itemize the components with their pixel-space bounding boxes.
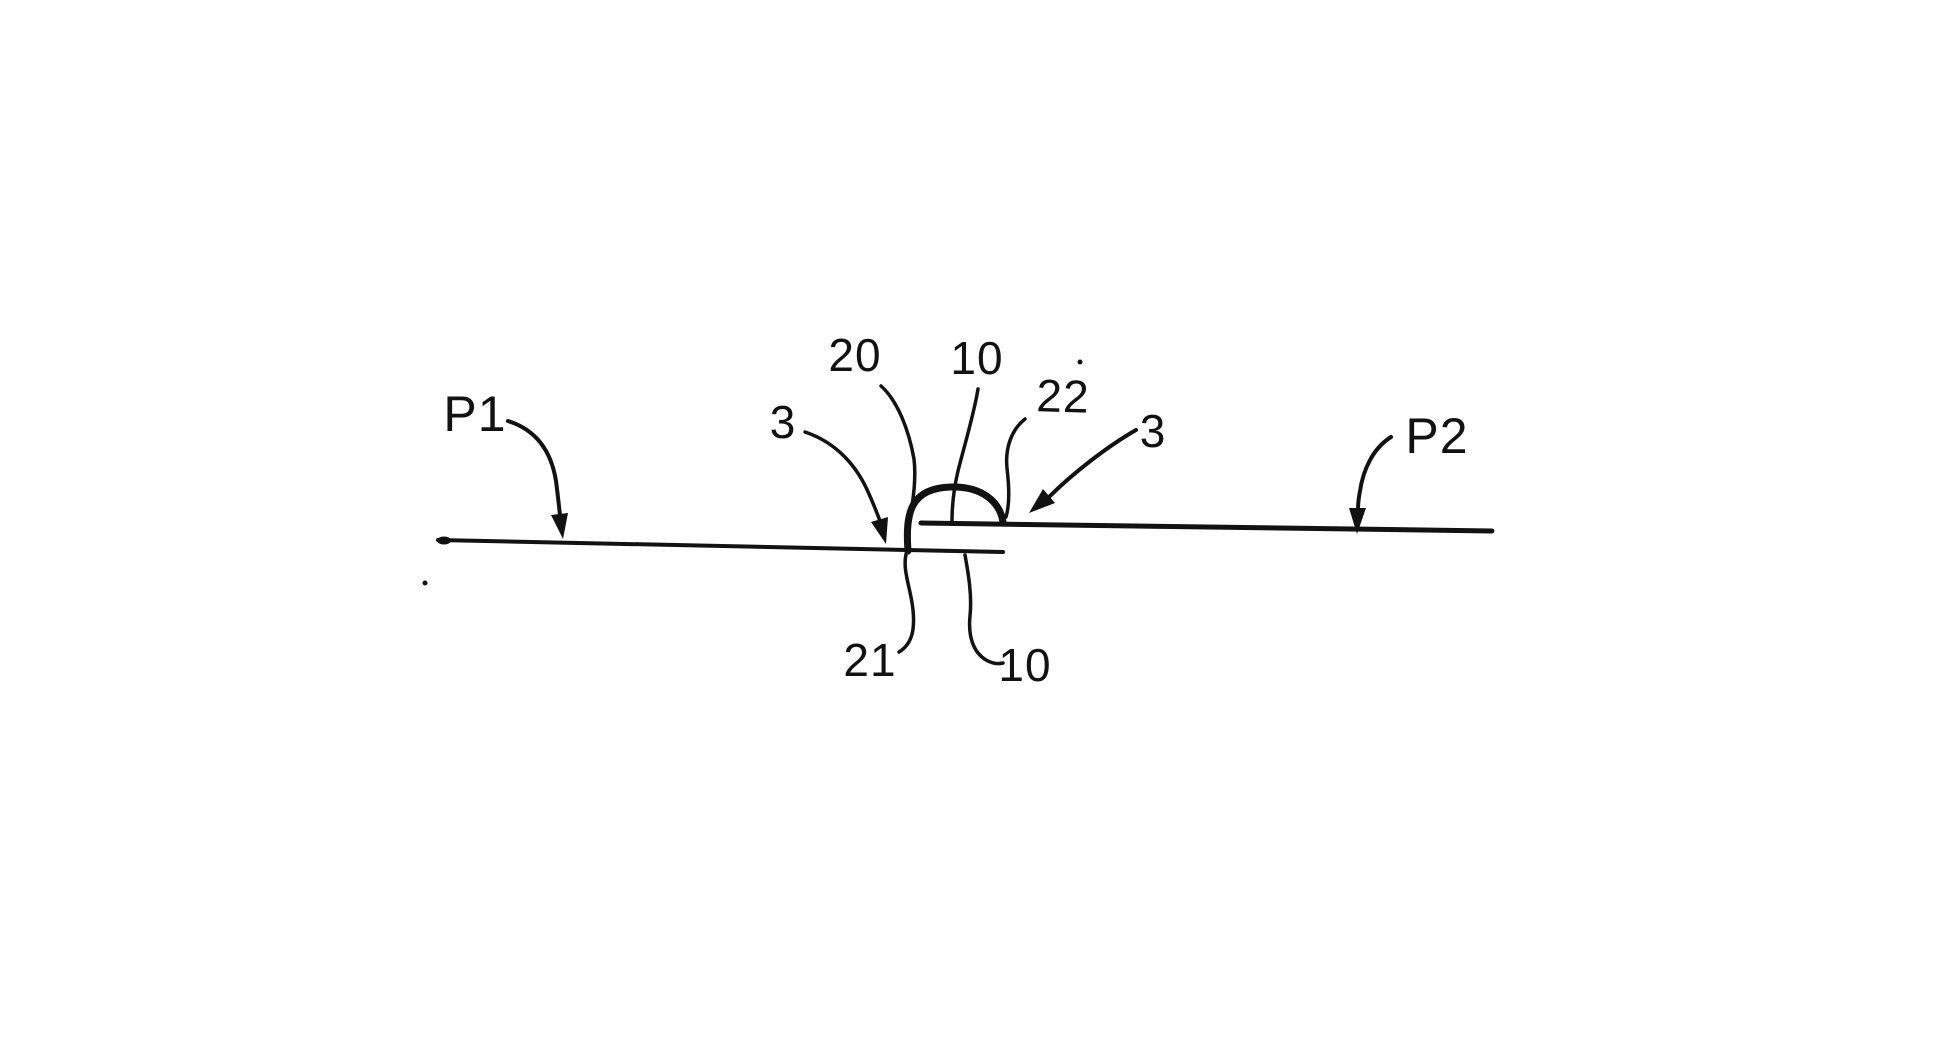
- panel-p1-line-end-tip: [437, 536, 451, 545]
- leader-line-3-left: [803, 430, 882, 523]
- leader-line-10-top: [950, 387, 980, 523]
- scan-speck-left: [422, 580, 428, 586]
- arrowhead-p2: [1349, 508, 1366, 534]
- label-ref-21: 21: [843, 634, 897, 686]
- seam-fold-arc: [903, 483, 1007, 555]
- arrowhead-3-right: [1029, 489, 1055, 513]
- panel-p2-edge-line: [918, 520, 1495, 534]
- scan-speck-top: [1077, 359, 1083, 365]
- label-ref-10-top: 10: [950, 332, 1004, 384]
- label-ref-22: 22: [1035, 369, 1091, 423]
- leader-line-21: [897, 549, 916, 654]
- label-ref-20: 20: [828, 329, 882, 381]
- leader-line-22: [1004, 417, 1027, 519]
- leader-line-10-bottom: [963, 553, 1005, 666]
- leader-line-p2: [1356, 435, 1393, 512]
- arrowhead-3-left: [871, 517, 888, 544]
- label-ref-3-left: 3: [769, 396, 797, 448]
- label-panel-p2: P2: [1405, 408, 1469, 464]
- arrowhead-p1: [551, 513, 568, 539]
- label-ref-3-right: 3: [1139, 405, 1167, 457]
- label-ref-10-bottom: 10: [998, 639, 1052, 691]
- label-panel-p1: P1: [443, 386, 507, 442]
- leader-line-3-right: [1047, 428, 1138, 499]
- leader-line-p1: [506, 419, 562, 517]
- panel-p1-edge-line: [436, 538, 1005, 554]
- leader-line-20: [879, 384, 917, 508]
